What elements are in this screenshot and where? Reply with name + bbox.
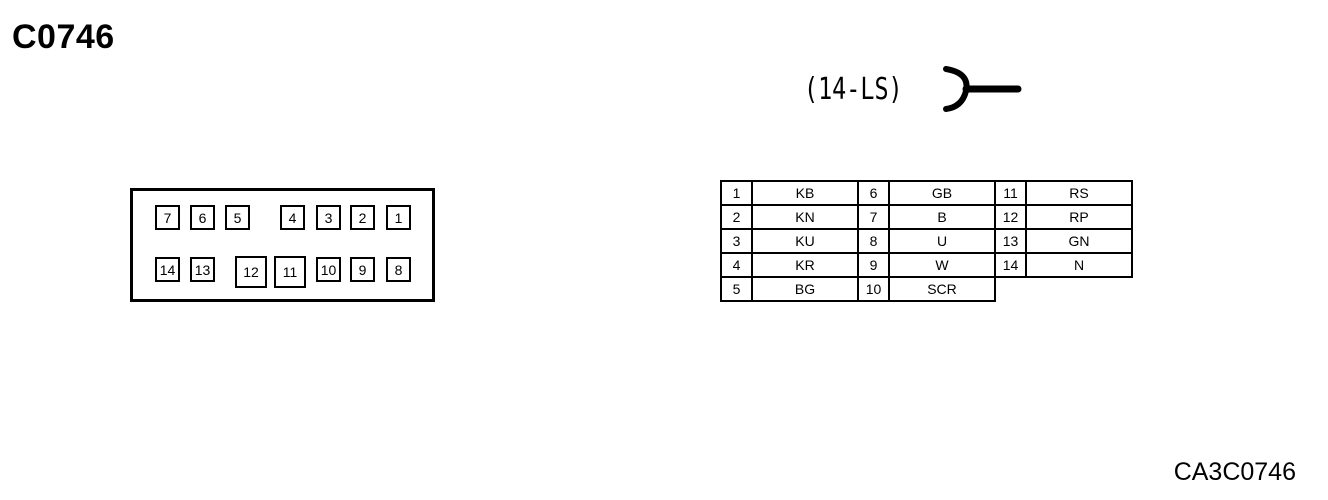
diagram-code: CA3C0746 [1173, 458, 1296, 486]
wire-color-cell: GB [888, 180, 996, 206]
pin-2: 2 [350, 205, 375, 230]
wire-color-cell: KR [751, 252, 859, 278]
wire-color-cell: KN [751, 204, 859, 230]
pin-14: 14 [155, 257, 180, 282]
diagram-title: C0746 [12, 18, 115, 56]
pin-12: 12 [235, 256, 267, 288]
pin-9: 9 [350, 257, 375, 282]
wire-color-cell: GN [1025, 228, 1133, 254]
connector-type-label: (14-LS) [804, 72, 903, 107]
pin-number-cell: 5 [720, 276, 753, 302]
pin-number-cell: 1 [720, 180, 753, 206]
wire-color-cell: RP [1025, 204, 1133, 230]
pin-number-cell: 10 [857, 276, 890, 302]
pin-number-cell: 12 [994, 204, 1027, 230]
pin-8: 8 [386, 257, 411, 282]
pin-13: 13 [190, 257, 215, 282]
wire-color-cell: RS [1025, 180, 1133, 206]
pin-number-cell: 14 [994, 252, 1027, 278]
wire-color-cell: KB [751, 180, 859, 206]
pin-number-cell: 13 [994, 228, 1027, 254]
wire-color-cell: W [888, 252, 996, 278]
pin-number-cell: 9 [857, 252, 890, 278]
pin-3: 3 [316, 205, 341, 230]
pin-7: 7 [155, 205, 180, 230]
wire-color-cell: N [1025, 252, 1133, 278]
pin-10: 10 [316, 257, 341, 282]
wire-color-cell: BG [751, 276, 859, 302]
pin-5: 5 [225, 205, 250, 230]
connector-face: 7 6 5 4 3 2 1 14 13 12 11 10 9 8 [130, 188, 435, 302]
wire-color-cell: SCR [888, 276, 996, 302]
pin-number-cell: 8 [857, 228, 890, 254]
pin-number-cell: 6 [857, 180, 890, 206]
pin-number-cell: 2 [720, 204, 753, 230]
pin-6: 6 [190, 205, 215, 230]
pin-number-cell: 3 [720, 228, 753, 254]
pin-4: 4 [280, 205, 305, 230]
pin-number-cell: 4 [720, 252, 753, 278]
pin-1: 1 [386, 205, 411, 230]
pin-number-cell: 7 [857, 204, 890, 230]
wire-color-cell: KU [751, 228, 859, 254]
pin-number-cell: 11 [994, 180, 1027, 206]
pin-11: 11 [274, 256, 306, 288]
wire-color-cell: B [888, 204, 996, 230]
wire-color-cell: U [888, 228, 996, 254]
empty-cell [995, 277, 1132, 301]
plug-connector-icon [943, 66, 1022, 112]
